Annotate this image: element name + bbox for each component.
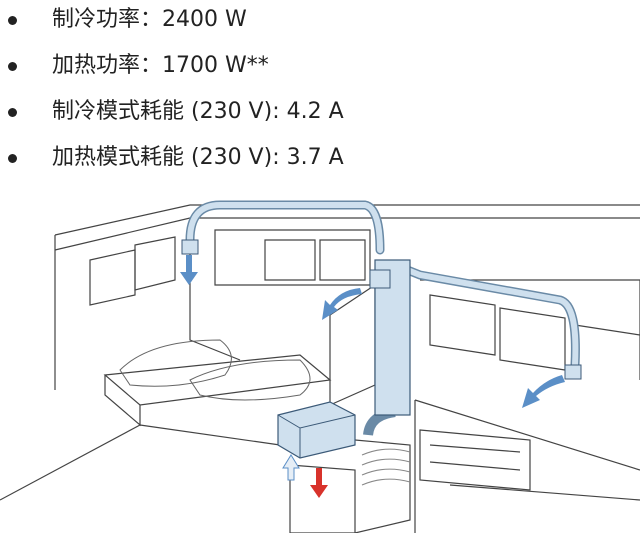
air-outlet <box>369 269 391 289</box>
bedding <box>119 339 311 401</box>
airflow-arrows <box>180 255 565 498</box>
warm-air-arrow-icon <box>310 468 328 498</box>
cool-air-arrow-icon <box>180 255 198 285</box>
vehicle-interior-lines <box>0 204 640 533</box>
floor-vent-grille <box>361 448 411 486</box>
bullet <box>8 154 17 163</box>
air-conditioner-installation-illustration <box>0 200 640 533</box>
cool-air-arrow-icon <box>522 375 565 408</box>
cool-air-arrow-icon <box>322 288 362 320</box>
return-air-arrow-icon <box>282 454 300 481</box>
air-conditioner-unit <box>277 401 356 459</box>
air-outlet <box>181 239 199 255</box>
bullet <box>8 62 17 71</box>
bullet <box>8 16 17 25</box>
air-outlet <box>564 364 582 380</box>
bullet <box>8 108 17 117</box>
